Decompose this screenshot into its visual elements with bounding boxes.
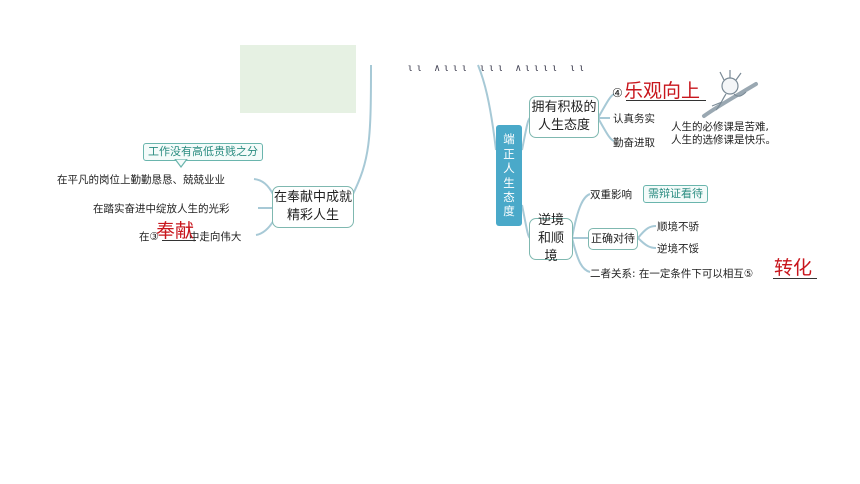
left-branch-3-prefix: 在 — [139, 231, 150, 243]
quote-line-2: 人生的选修课是快乐。 — [671, 134, 776, 146]
node-adversity-prosperity: 逆境和顺境 — [529, 213, 573, 264]
node-positive-attitude: 拥有积极的人生态度 — [529, 96, 599, 138]
leaf-not-arrogant: 顺境不骄 — [657, 221, 699, 233]
dialectic-tag: 需辩证看待 — [643, 185, 708, 203]
double-effect-label: 双重影响 — [590, 189, 632, 201]
circle-3-marker: ③ — [149, 231, 159, 243]
leaf-practical: 认真务实 — [613, 113, 655, 125]
leaf-diligent: 勤奋进取 — [613, 137, 655, 149]
quote-line-1: 人生的必修课是苦难, — [671, 121, 769, 133]
left-branch-2: 在踏实奋进中绽放人生的光彩 — [93, 203, 230, 215]
left-branch-3: 在③ 中走向伟大 — [139, 229, 241, 244]
leaf-not-discouraged: 逆境不馁 — [657, 243, 699, 255]
answer-4-text: 乐观向上 — [624, 80, 701, 102]
answer-3-text: 奉献 — [156, 220, 195, 242]
garbled-title-text: ιι ∧ιιι ιιι ∧ιιιι ιι — [398, 63, 588, 74]
node-dedication: 在奉献中成就精彩人生 — [272, 186, 354, 228]
answer-3-blank — [162, 240, 196, 241]
left-branch-3-suffix: 中走向伟大 — [188, 231, 242, 243]
root-node-attitude: 端正人生态度 — [496, 125, 522, 226]
callout-tag-no-distinction: 工作没有高低贵贱之分 — [143, 143, 263, 161]
left-branch-1: 在平凡的岗位上勤勤恳恳、兢兢业业 — [57, 174, 225, 186]
circle-4-marker: ④ — [612, 86, 623, 100]
root-node-label: 端正人生态度 — [503, 132, 515, 219]
node-treat-correctly: 正确对待 — [588, 228, 638, 250]
cartoon-character-illustration — [702, 70, 758, 118]
image-placeholder — [240, 45, 356, 113]
callout-pointer — [174, 159, 188, 168]
relation-text: 二者关系: 在一定条件下可以相互⑤ — [590, 268, 754, 280]
answer-4-blank — [626, 100, 706, 101]
answer-5-blank — [773, 278, 817, 279]
answer-5-text: 转化 — [774, 257, 813, 279]
